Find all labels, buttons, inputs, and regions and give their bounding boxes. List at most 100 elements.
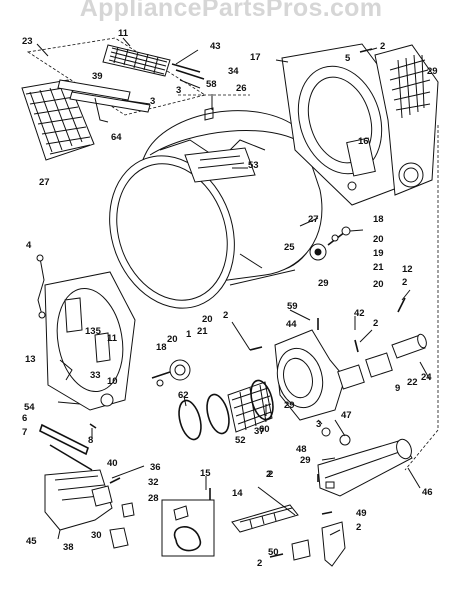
callout-number: 28 [148,493,159,504]
callout-number: 11 [107,333,118,344]
idler-pulley [151,359,191,387]
callout-number: 38 [63,542,74,553]
screw-34 [175,69,205,80]
callout-number: 37 [254,426,265,437]
callout-number: 26 [236,83,247,94]
inset-parts-box [161,499,215,557]
screw-43 [171,63,201,73]
callout-number: 49 [356,508,367,519]
callout-number: 15 [200,468,211,479]
callout-number: 20 [373,279,384,290]
callout-number: 2 [223,310,228,321]
callout-number: 2 [373,318,378,329]
callout-number: 2 [266,469,271,480]
callout-number: 29 [284,400,295,411]
callout-number: 3 [316,419,321,430]
lint-grill [102,44,171,77]
callout-number: 135 [85,326,102,337]
callout-number: 32 [148,477,159,488]
callout-number: 2 [268,469,273,480]
blower-wheel [178,379,274,441]
toe-panel-rod [49,444,93,471]
callout-number: 18 [156,342,167,353]
callout-number: 9 [395,383,400,394]
callout-number: 54 [24,402,35,413]
exhaust-duct [317,438,413,497]
callout-number: 23 [22,36,33,47]
callout-number: 62 [178,390,189,401]
callout-number: 30 [91,530,102,541]
callout-number: 60 [259,424,270,435]
toe-panel-strip [39,423,89,456]
callout-number: 27 [308,214,319,225]
callout-number: 53 [248,160,259,171]
callout-number: 48 [296,444,307,455]
callout-number: 3 [150,96,155,107]
callout-number: 11 [118,28,129,39]
callout-number: 25 [284,242,295,253]
screws [89,48,406,558]
callout-number: 29 [300,455,311,466]
callout-number: 7 [22,427,27,438]
callout-number: 20 [373,234,384,245]
callout-number: 64 [111,132,122,143]
callout-number: 1 [186,329,192,340]
callout-number: 5 [345,53,351,64]
leader-lines [36,37,431,540]
lint-duct [44,469,135,549]
callout-number: 22 [407,377,418,388]
blower-housing [274,329,427,421]
thermal-fuse [231,504,299,533]
callout-number: 24 [421,372,432,383]
callout-number: 39 [92,71,103,82]
callout-number: 47 [341,410,352,421]
callout-number: 44 [286,319,297,330]
callout-number: 2 [356,522,361,533]
wire-4 [37,257,45,316]
callout-number: 29 [318,278,329,289]
callout-number: 2 [380,41,385,52]
callout-number: 12 [402,264,413,275]
callout-number: 59 [287,301,298,312]
callout-number: 6 [22,413,27,424]
callout-number: 17 [250,52,261,63]
callout-number: 19 [373,248,384,259]
callout-number: 13 [25,354,36,365]
callout-number: 34 [228,66,239,77]
watermark: AppliancePartsPros.com [79,0,383,22]
sensor-assy [317,419,351,446]
lint-duct-parts [57,79,151,123]
heater-housing [374,44,439,196]
callout-number: 18 [373,214,384,225]
callout-number: 43 [210,41,221,52]
callout-number: 36 [150,462,161,473]
callout-number: 52 [235,435,246,446]
callout-number: 2 [402,277,407,288]
callout-number: 10 [107,376,118,387]
callout-number: 29 [427,66,438,77]
drum [109,107,323,309]
callout-number: 16 [358,136,369,147]
callout-number: 4 [26,240,32,251]
right-frame-line [404,125,439,471]
callout-number: 42 [354,308,365,319]
callout-number: 14 [232,488,243,499]
callout-number: 3 [176,85,181,96]
callout-number: 45 [26,536,37,547]
bracket-49 [291,521,346,567]
callout-number: 33 [90,370,101,381]
callout-number: 46 [422,487,433,498]
callout-number: 27 [39,177,50,188]
callout-number: 20 [167,334,178,345]
callout-number: 40 [107,458,118,469]
callout-number: 8 [88,435,93,446]
callout-number: 58 [206,79,217,90]
callout-number: 50 [268,547,279,558]
callout-number: 21 [197,326,208,337]
callout-number: 2 [257,558,262,569]
callout-number: 20 [202,314,213,325]
front-bulkhead [44,271,136,411]
callout-number: 21 [373,262,384,273]
